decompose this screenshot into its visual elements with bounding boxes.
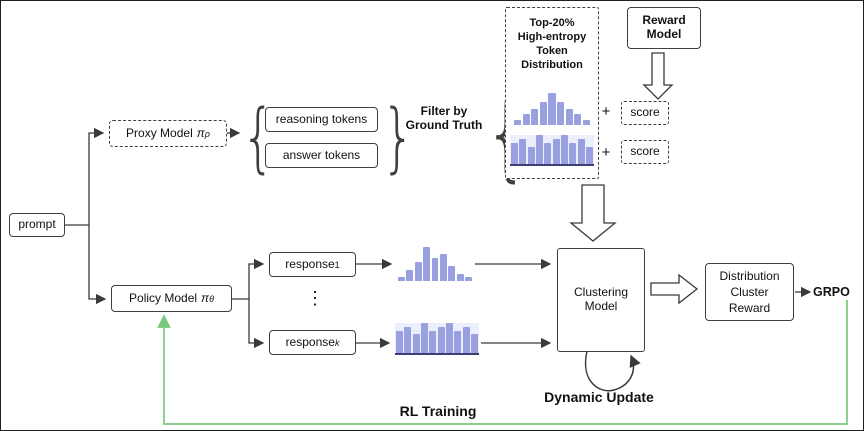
pi-symbol: π xyxy=(196,125,205,140)
histogram-bar xyxy=(465,277,473,281)
histogram-bar xyxy=(514,119,522,125)
prompt-to-policy-line xyxy=(88,225,107,305)
histogram-bar xyxy=(574,114,582,125)
response-k-histogram xyxy=(395,323,479,355)
distribution-cluster-reward-box: Distribution Cluster Reward xyxy=(705,263,794,321)
prompt-to-proxy-line xyxy=(65,127,105,226)
reward-to-score-arrow xyxy=(642,52,674,100)
histogram-bar xyxy=(406,269,414,281)
histogram-bar xyxy=(446,323,453,353)
reasoning-tokens-box: reasoning tokens xyxy=(265,107,378,132)
plus-sign-top: + xyxy=(601,103,611,120)
prompt-box: prompt xyxy=(9,213,65,237)
histogram-bar xyxy=(531,109,539,125)
policy-to-responsek-line xyxy=(248,299,265,349)
entropy-histogram-top xyxy=(513,93,591,125)
brace-open-tokens: { xyxy=(241,92,276,181)
prompt-label: prompt xyxy=(18,217,56,232)
score-label: score xyxy=(630,144,660,159)
histogram-bar xyxy=(511,143,518,164)
histogram-bar xyxy=(423,247,431,281)
dynamic-update-label: Dynamic Update xyxy=(544,389,654,405)
entropy-histogram-bottom xyxy=(510,135,594,166)
grpo-label: GRPO xyxy=(813,285,850,299)
histogram-bar xyxy=(522,114,530,125)
histogram-bar xyxy=(536,135,543,164)
histogram-bar xyxy=(569,143,577,164)
histogram-bar xyxy=(519,139,527,164)
histogram-bar xyxy=(398,277,405,281)
histogram-bar xyxy=(439,254,447,281)
histogram-bar xyxy=(448,266,456,281)
reward-model-box: Reward Model xyxy=(627,7,701,49)
policy-to-response1-line xyxy=(232,258,265,300)
histogram-bar xyxy=(544,143,552,164)
histogram-bar xyxy=(462,326,470,353)
histogram-bar xyxy=(412,334,420,353)
response-ellipsis: ⋮ xyxy=(306,288,324,308)
histogram-bar xyxy=(527,147,535,164)
histogram-bar xyxy=(454,330,462,353)
brace-close-tokens: } xyxy=(381,92,416,181)
answer-tokens-label: answer tokens xyxy=(282,147,361,162)
histogram-bar xyxy=(552,139,560,164)
reasoning-tokens-label: reasoning tokens xyxy=(275,111,368,126)
histogram-bar xyxy=(586,147,593,164)
pi-symbol: π xyxy=(201,290,210,305)
proxy-model-label: Proxy Model xyxy=(126,125,193,140)
histogram-bar xyxy=(429,330,437,353)
plus-sign-bottom: + xyxy=(601,144,611,161)
filter-by-ground-truth-label: Filter by Ground Truth xyxy=(405,104,483,132)
histogram-bar xyxy=(565,109,573,125)
histogram-bar xyxy=(582,119,590,125)
response-k-label: response xyxy=(285,334,335,349)
histogram-bar xyxy=(404,326,412,353)
histogram-bar xyxy=(431,258,439,281)
histogram-bar xyxy=(539,101,547,125)
histogram-bar xyxy=(557,101,565,125)
histogram-bar xyxy=(561,135,568,164)
score-box-top: score xyxy=(621,101,669,125)
histogram-bar xyxy=(396,330,403,353)
response-1-histogram xyxy=(397,247,473,281)
histogram-bar xyxy=(456,273,464,281)
histogram-bar xyxy=(471,334,478,353)
histogram-bar xyxy=(414,261,422,281)
score-label: score xyxy=(630,105,660,120)
response-1-label: response xyxy=(285,256,335,271)
answer-tokens-box: answer tokens xyxy=(265,143,378,168)
histogram-bar xyxy=(577,139,585,164)
policy-model-label: Policy Model xyxy=(129,290,198,305)
merge-down-arrow xyxy=(569,184,617,242)
histogram-bar xyxy=(421,323,428,353)
histogram-bar xyxy=(437,326,445,353)
histogram-bar xyxy=(548,93,556,125)
distribution-title: Top-20% High-entropy Token Distribution xyxy=(517,17,587,71)
rl-training-label: RL Training xyxy=(399,403,477,419)
dynamic-update-loop-arrow xyxy=(584,350,641,392)
cluster-output-arrow xyxy=(650,273,699,305)
score-box-bottom: score xyxy=(621,140,669,164)
clustering-model-box: Clustering Model xyxy=(557,248,645,352)
